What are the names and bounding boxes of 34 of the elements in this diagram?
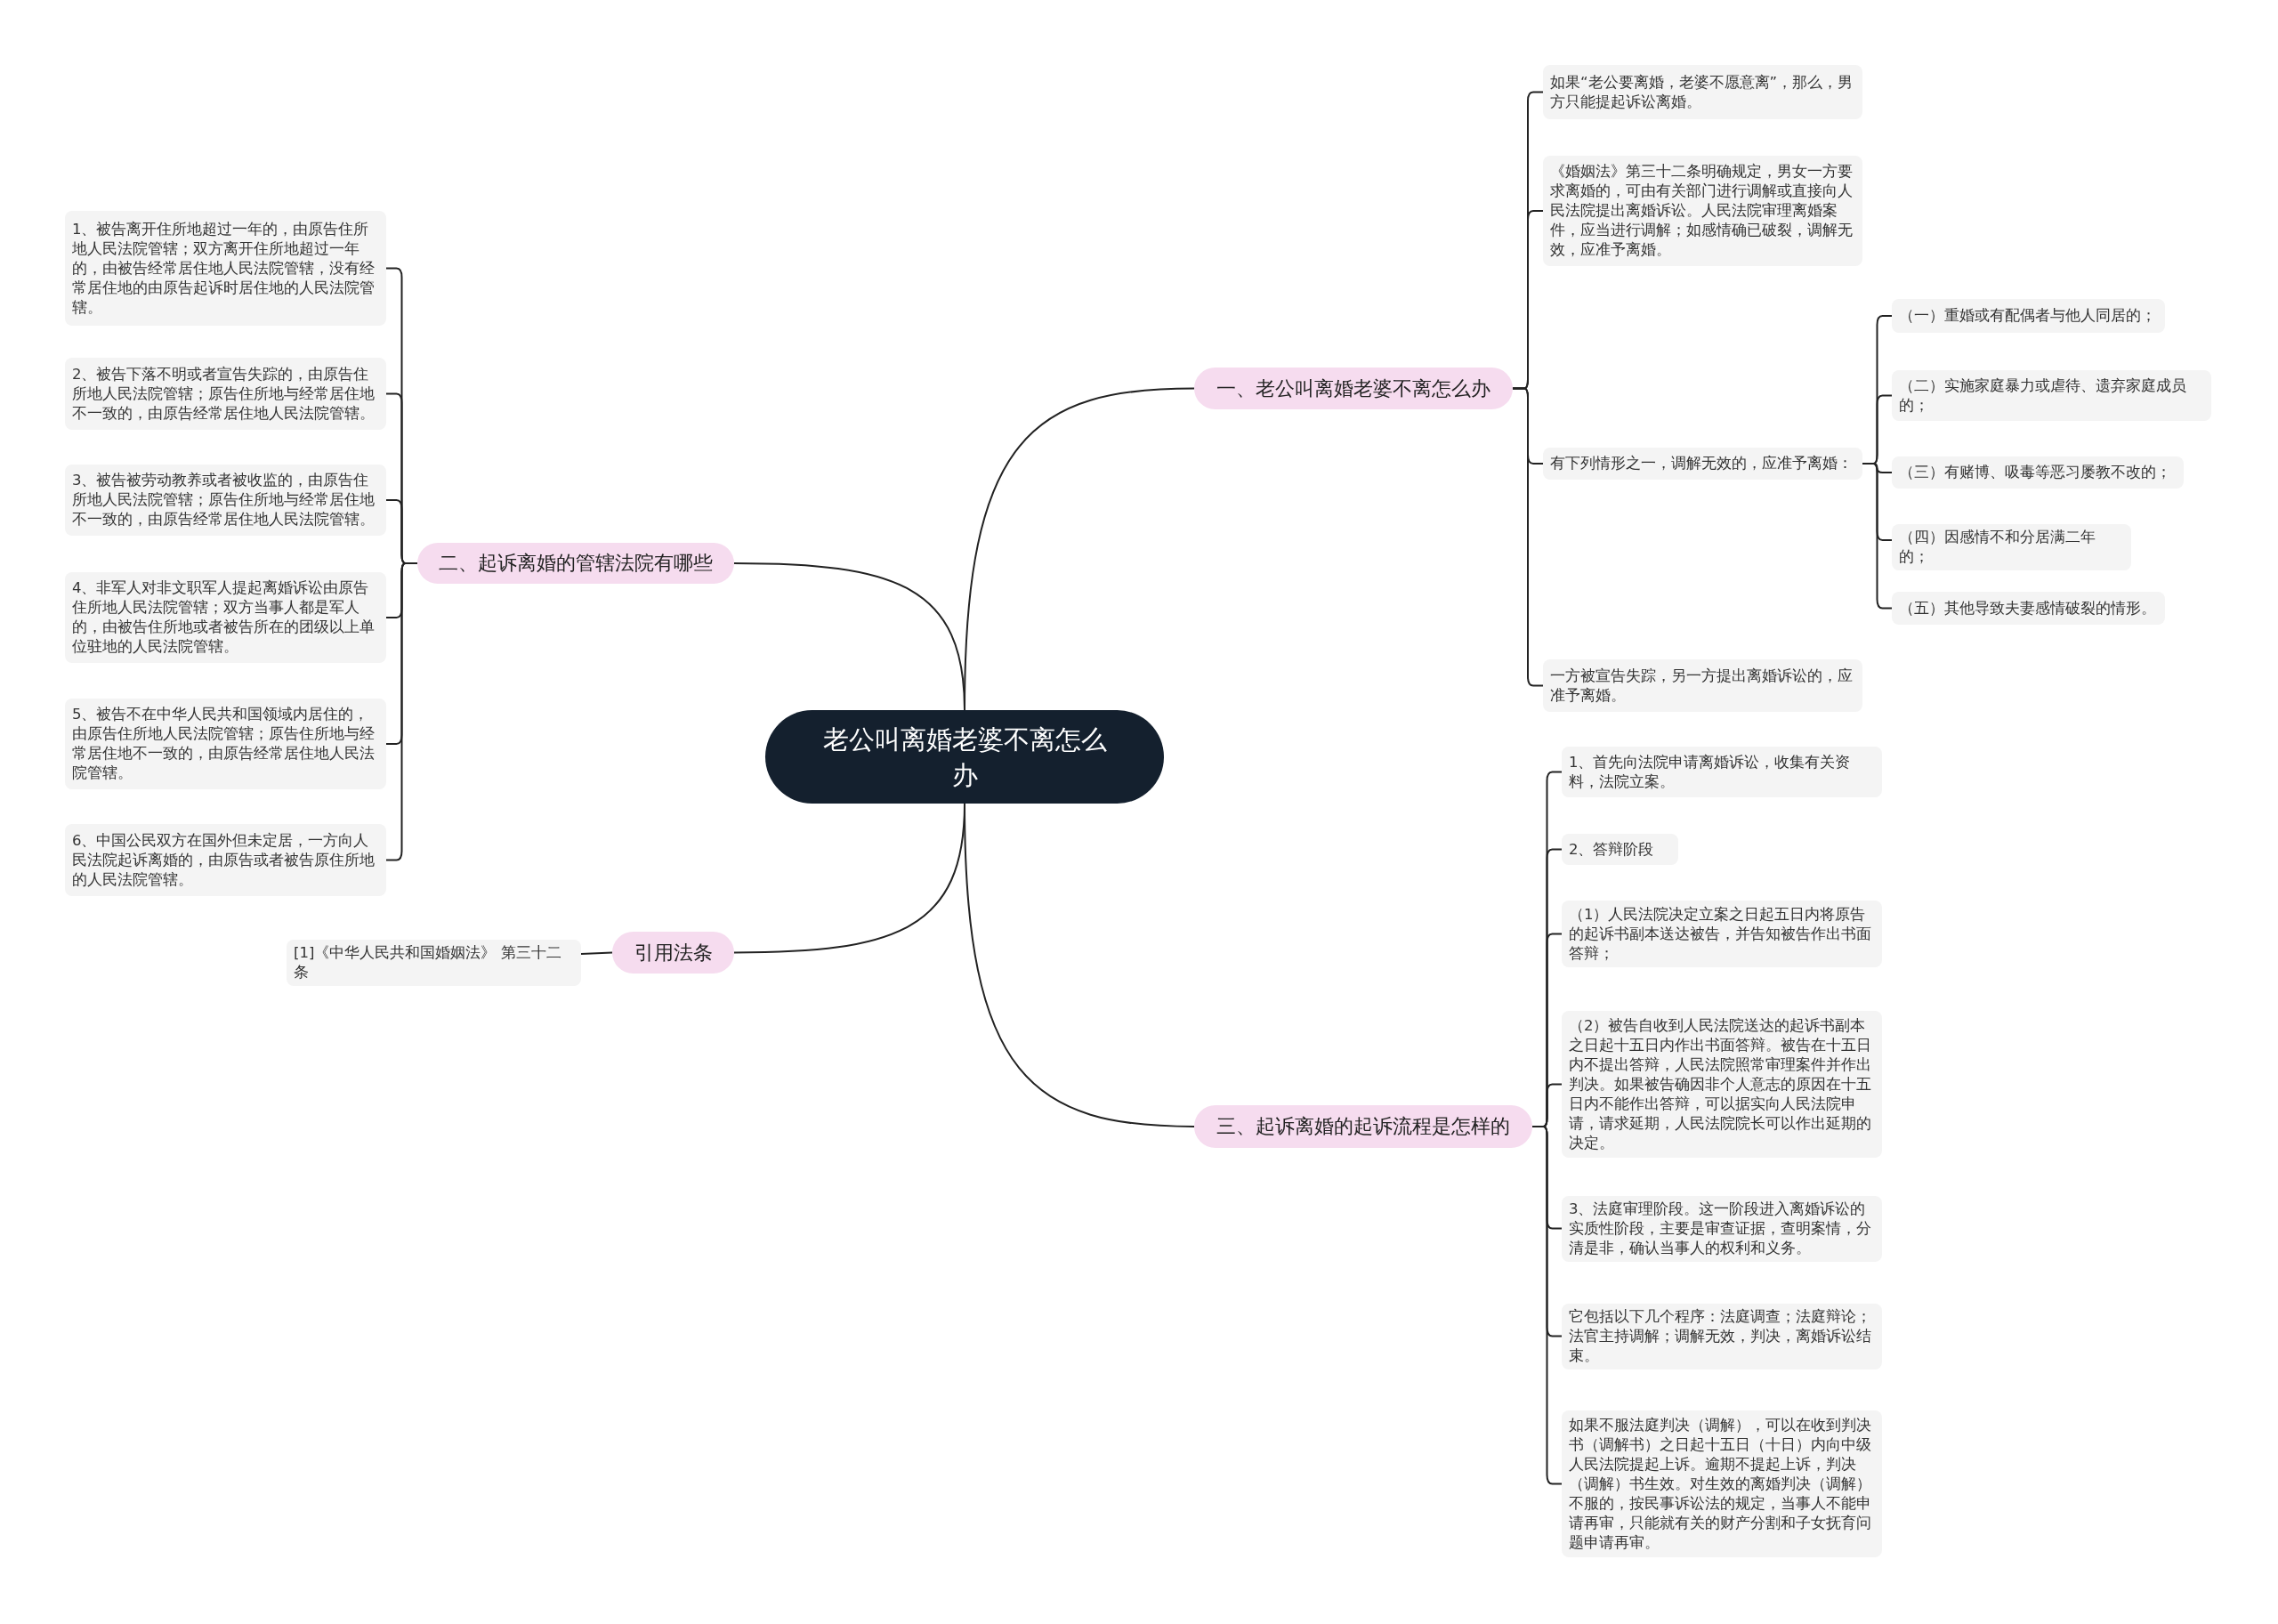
topic-card: 5、被告不在中华人民共和国领域内居住的，由原告住所地人民法院管辖；原告住所地与经常居住地不一致的，由原告经常居住地人民法院管辖。: [65, 699, 386, 789]
topic-card: 一方被宣告失踪，另一方提出离婚诉讼的，应准予离婚。: [1543, 659, 1862, 712]
topic-card: 如果“老公要离婚，老婆不愿意离”，那么，男方只能提起诉讼离婚。: [1543, 65, 1862, 119]
topic-card: （一）重婚或有配偶者与他人同居的；: [1892, 299, 2165, 333]
topic-card: （二）实施家庭暴力或虐待、遗弃家庭成员的；: [1892, 370, 2211, 421]
topic-card: 2、被告下落不明或者宣告失踪的，由原告住所地人民法院管辖；原告住所地与经常居住地不一致的，由原告经常居住地人民法院管辖。: [65, 358, 386, 430]
topic-card: 有下列情形之一，调解无效的，应准予离婚：: [1543, 448, 1862, 480]
connector: [385, 562, 418, 861]
branch-topic: 一、老公叫离婚老婆不离怎么办: [1194, 368, 1513, 409]
topic-card: （三）有赌博、吸毒等恶习屡教不改的；: [1892, 456, 2184, 489]
branch-topic: 引用法条: [612, 932, 734, 974]
topic-card: 1、被告离开住所地超过一年的，由原告住所地人民法院管辖；双方离开住所地超过一年的，由被告经常居住地人民法院管辖，没有经常居住地的由原告起诉时居住地的人民法院管辖。: [65, 211, 386, 326]
topic-card: （1）人民法院决定立案之日起五日内将原告的起诉书副本送达被告，并告知被告作出书面答辩；: [1562, 901, 1882, 967]
topic-card: （2）被告自收到人民法院送达的起诉书副本之日起十五日内作出书面答辩。被告在十五日内不提出答辩，人民法院照常审理案件并作出判决。如果被告确因非个人意志的原因在十五日内不能作出答辩，可以据实向人民法院申请，请求延期，人民法院院长可以作出延期的决定。: [1562, 1011, 1882, 1158]
connector: [1862, 463, 1893, 610]
branch-topic: 三、起诉离婚的起诉流程是怎样的: [1194, 1105, 1532, 1148]
connector: [733, 803, 965, 954]
branch-topic: 二、起诉离婚的管辖法院有哪些: [417, 543, 734, 584]
topic-card: （五）其他导致夫妻感情破裂的情形。: [1892, 592, 2165, 625]
topic-card: 3、法庭审理阶段。这一阶段进入离婚诉讼的实质性阶段，主要是审查证据，查明案情，分清是非，确认当事人的权利和义务。: [1562, 1196, 1882, 1262]
topic-card: 4、非军人对非文职军人提起离婚诉讼由原告住所地人民法院管辖；双方当事人都是军人的，由被告住所地或者被告所在的团级以上单位驻地的人民法院管辖。: [65, 572, 386, 663]
topic-card: [1]《中华人民共和国婚姻法》 第三十二条: [287, 940, 581, 986]
topic-card: 它包括以下几个程序：法庭调查；法庭辩论；法官主持调解；调解无效，判决，离婚诉讼结束。: [1562, 1304, 1882, 1369]
central-topic: 老公叫离婚老婆不离怎么办: [765, 710, 1164, 804]
topic-card: （四）因感情不和分居满二年的；: [1892, 524, 2131, 570]
topic-card: 《婚姻法》第三十二条明确规定，男女一方要求离婚的，可由有关部门进行调解或直接向人民法院提出离婚诉讼。人民法院审理离婚案件，应当进行调解；如感情确已破裂，调解无效，应准予离婚。: [1543, 156, 1862, 266]
topic-card: 2、答辩阶段: [1562, 834, 1678, 865]
topic-card: 3、被告被劳动教养或者被收监的，由原告住所地人民法院管辖；原告住所地与经常居住地不一致的，由原告经常居住地人民法院管辖。: [65, 465, 386, 536]
connector: [733, 562, 965, 711]
connector: [580, 951, 613, 955]
topic-card: 如果不服法庭判决（调解），可以在收到判决书（调解书）之日起十五日（十日）内向中级人民法院提起上诉。逾期不提起上诉，判决（调解）书生效。对生效的离婚判决（调解）不服的，按民事诉讼法的规定，当事人不能申请再审，只能就有关的财产分割和子女抚育问题申请再审。: [1562, 1410, 1882, 1557]
topic-card: 6、中国公民双方在国外但未定居，一方向人民法院起诉离婚的，由原告或者被告原住所地的人民法院管辖。: [65, 824, 386, 896]
topic-card: 1、首先向法院申请离婚诉讼，收集有关资料，法院立案。: [1562, 747, 1882, 797]
connector: [1512, 387, 1544, 687]
